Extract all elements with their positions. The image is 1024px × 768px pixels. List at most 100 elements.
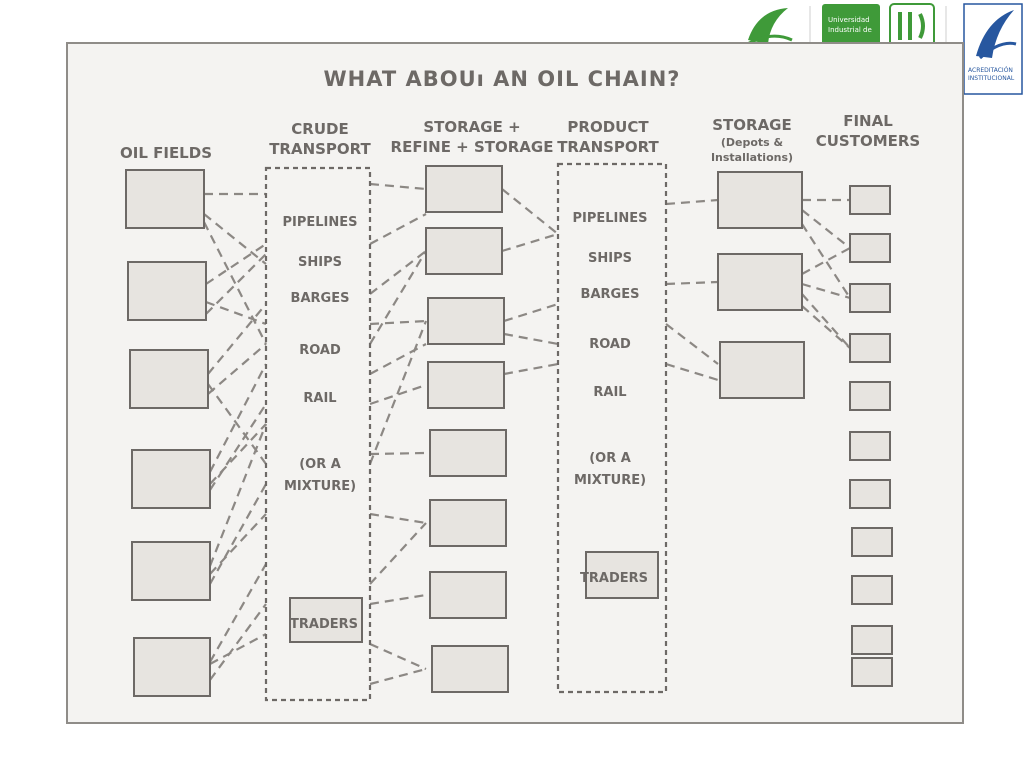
product-transport-modes: PIPELINES SHIPS BARGES ROAD RAIL (OR A M… [572,211,648,586]
connector-line [801,282,851,300]
oil-field-box-4 [131,449,211,509]
crude-traders-label: TRADERS [290,617,358,632]
header-product-transport: PRODUCT TRANSPORT [557,118,659,156]
crude-transport-container [264,166,372,702]
product-mode-barges: BARGES [581,287,640,302]
customer-box-1 [849,185,891,215]
university-badge-line2: Industrial de [828,26,872,34]
oil-field-box-1 [125,169,205,229]
header-refine-storage: STORAGE + REFINE + STORAGE [391,118,554,156]
crude-mode-barges: BARGES [291,291,350,306]
connector-line [207,343,267,395]
connector-line [801,247,851,275]
header-storage-depots: STORAGE (Depots & Installations) [711,116,793,164]
connector-line [369,383,427,406]
crude-mode-ships: SHIPS [298,255,342,270]
connector-line [801,305,851,349]
connector-line [665,323,719,365]
customer-box-11 [851,657,893,687]
crude-mode-rail: RAIL [303,391,336,406]
connector-line [501,232,559,253]
logo-bar: Universidad Industrial de ACREDITACIÓN I… [743,3,1023,95]
diagram-title: WHAT ABOUı AN OIL CHAIN? [324,67,681,91]
connector-line [209,363,267,473]
connector-line [369,319,427,326]
connector-line [503,362,559,376]
product-mode-rail: RAIL [593,385,626,400]
connector-line [665,280,719,286]
customer-box-7 [849,479,891,509]
accreditation-line2: INSTITUCIONAL [968,75,1015,82]
diagram-boxes [125,162,893,702]
product-transport-container [556,162,668,694]
depot-box-1 [717,171,803,229]
product-traders-label: TRADERS [580,571,648,586]
svg-text:PRODUCT: PRODUCT [567,118,649,136]
svg-text:CRUDE: CRUDE [291,120,348,138]
university-badge: Universidad Industrial de [822,4,880,46]
connector-line [207,383,267,465]
oil-field-box-6 [133,637,211,697]
svg-text:(Depots &: (Depots & [721,136,784,149]
connector-line [203,221,267,345]
refinery-box-3 [427,297,505,345]
header-final-customers: FINAL CUSTOMERS [816,112,921,150]
connector-line [801,209,851,249]
customer-box-9 [851,575,893,605]
customer-box-8 [851,527,893,557]
connector-line [209,483,267,585]
product-mode-mixture: MIXTURE) [574,473,646,488]
refinery-box-5 [429,429,507,477]
refinery-box-1 [425,165,503,213]
connector-line [369,343,427,375]
connector-lines [203,182,851,686]
customer-box-5 [849,381,891,411]
svg-text:FINAL: FINAL [843,112,893,130]
svg-text:STORAGE +: STORAGE + [423,118,520,136]
refinery-box-6 [429,499,507,547]
connector-line [368,320,428,465]
svg-text:TRANSPORT: TRANSPORT [269,140,371,158]
university-badge-line1: Universidad [828,16,870,24]
crude-mode-mixture: MIXTURE) [284,479,356,494]
connector-line [501,188,559,235]
svg-text:Installations): Installations) [711,151,793,164]
product-traders-box [585,551,659,599]
connector-line [369,250,427,345]
svg-text:TRANSPORT: TRANSPORT [557,138,659,156]
connector-line [369,451,427,456]
svg-text:CUSTOMERS: CUSTOMERS [816,132,921,150]
customer-box-3 [849,283,891,313]
connector-line [209,513,267,575]
svg-text:STORAGE: STORAGE [712,116,792,134]
refinery-box-7 [429,571,507,619]
connector-line [209,403,267,491]
customer-box-10 [851,625,893,655]
connector-line [503,302,559,323]
scanned-diagram: WHAT ABOUı AN OIL CHAIN? OIL FIELDS CRUD… [66,42,964,724]
refinery-box-8 [431,645,509,693]
oil-chain-diagram: WHAT ABOUı AN OIL CHAIN? OIL FIELDS CRUD… [120,67,921,702]
connector-line [665,198,719,206]
accreditation-line1: ACREDITACIÓN [968,67,1013,74]
accreditation-badge: ACREDITACIÓN INSTITUCIONAL [963,3,1023,95]
connector-line [207,303,267,375]
connector-line [503,332,559,346]
header-oil-fields: OIL FIELDS [120,144,212,162]
connector-line [203,213,267,265]
oil-field-box-2 [127,261,207,321]
product-mode-road: ROAD [589,337,631,352]
header-crude-transport: CRUDE TRANSPORT [269,120,371,158]
product-mode-ships: SHIPS [588,251,632,266]
connector-line [369,250,427,295]
refinery-box-2 [425,227,503,275]
depot-box-3 [719,341,805,399]
customer-box-6 [849,431,891,461]
connector-line [369,593,427,606]
connector-line [369,642,427,671]
connector-line [208,423,268,567]
crude-transport-modes: PIPELINES SHIPS BARGES ROAD RAIL (OR A M… [282,215,358,632]
connector-line [369,522,427,585]
connector-line [369,667,427,686]
swirl-logo-icon [743,8,793,48]
